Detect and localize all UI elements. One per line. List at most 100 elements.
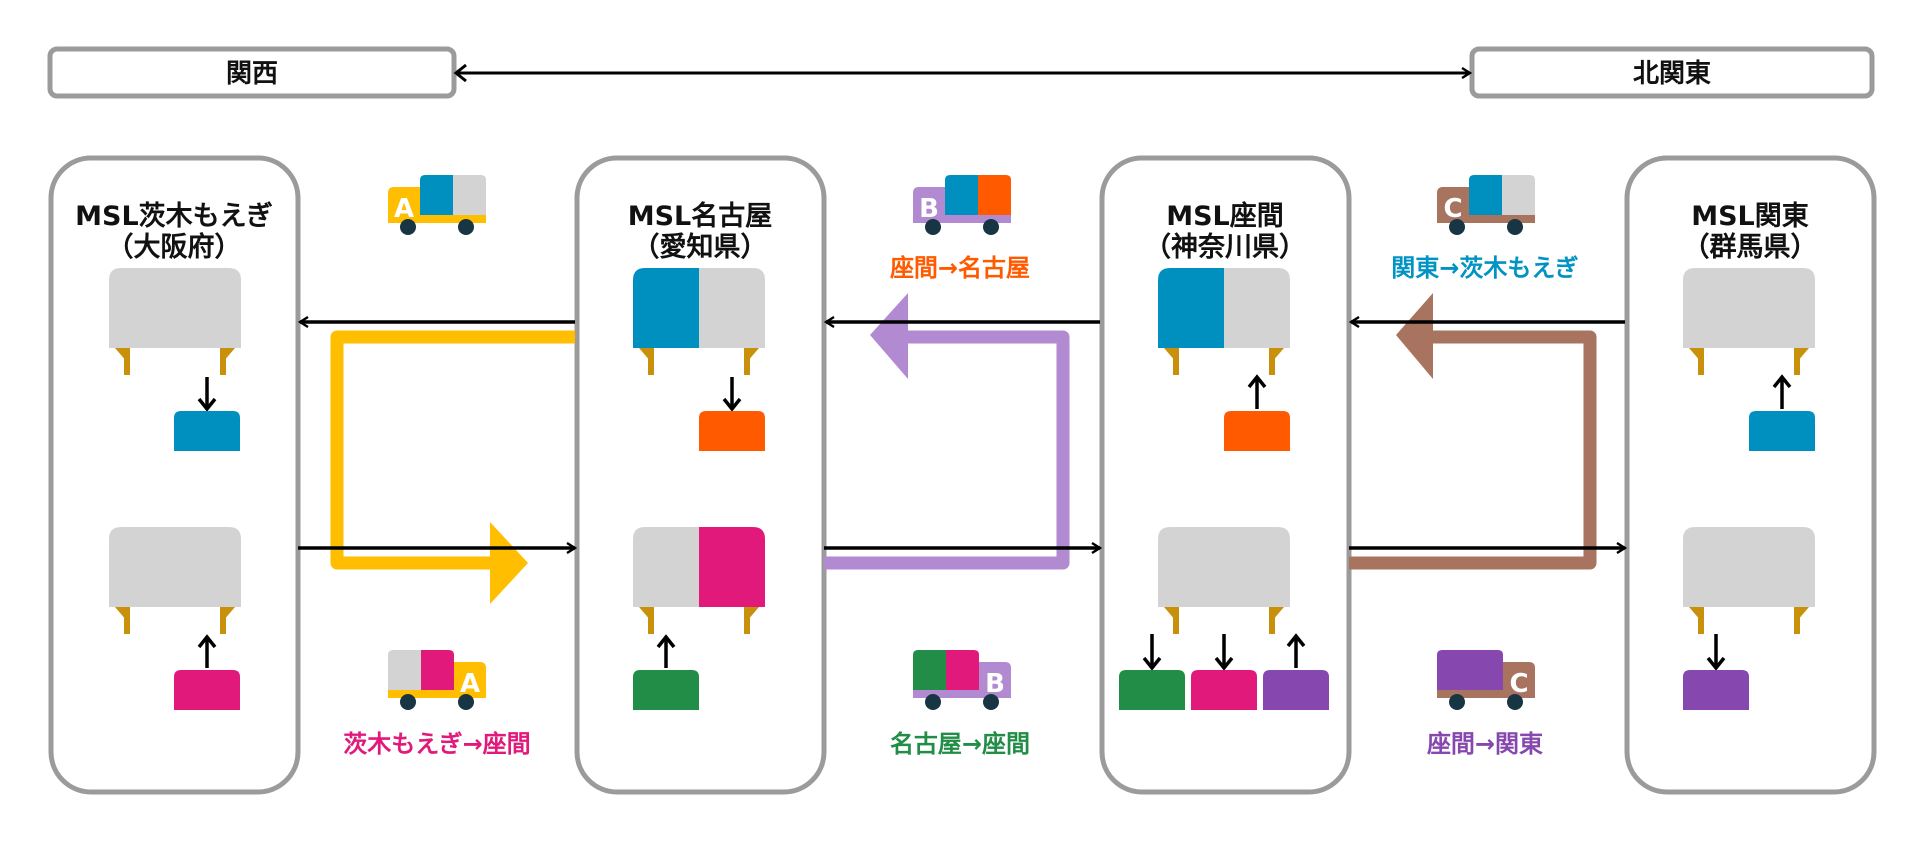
truck-chassis	[388, 690, 486, 698]
region-kitakanto-label: 北関東	[1633, 59, 1711, 89]
down-arrow	[1142, 634, 1162, 671]
cargo-box	[1683, 670, 1749, 710]
truck-cargo-right	[1470, 650, 1503, 690]
truck-cargo-left	[945, 175, 978, 215]
region-kitakanto: 北関東	[1469, 46, 1875, 99]
trailer	[109, 268, 241, 375]
truck-cargo-right	[946, 650, 979, 690]
trailer-brace	[1164, 607, 1179, 621]
trailer-brace	[744, 607, 759, 621]
trailer	[1158, 268, 1290, 375]
trailer-right-half	[699, 268, 765, 348]
truck-wheel	[458, 694, 474, 710]
trailer-left-half	[1683, 268, 1749, 348]
truck-chassis	[1437, 215, 1535, 223]
truck-wheel	[1449, 219, 1465, 235]
cargo-box	[174, 670, 240, 710]
trailer-right-half	[699, 527, 765, 607]
truck-cargo-left	[388, 650, 421, 690]
trailer-brace	[1164, 348, 1179, 362]
truck-wheel	[1507, 219, 1523, 235]
truck-cargo-right	[421, 650, 454, 690]
location-name: MSL関東	[1691, 201, 1809, 232]
truck-cargo-left	[420, 175, 453, 215]
trailer-right-half	[1749, 527, 1815, 607]
trailer-right-half	[1224, 268, 1290, 348]
location-pref: （愛知県）	[633, 232, 768, 263]
cargo-box	[699, 411, 765, 451]
up-arrow	[1286, 633, 1306, 668]
trailer	[1683, 527, 1815, 634]
truck-cargo-right	[1502, 175, 1535, 215]
trailer-left-half	[633, 268, 699, 348]
truck-chassis	[913, 215, 1011, 223]
trailer-left-half	[109, 268, 175, 348]
route-label-a-bottom: 茨木もえぎ→座間	[343, 730, 530, 758]
truck-a-bottom: A	[388, 650, 486, 710]
truck-cab	[913, 187, 945, 223]
cargo-box	[1119, 670, 1185, 710]
flow-arrows	[298, 322, 1625, 548]
up-arrow	[1247, 374, 1267, 409]
trailer-right-half	[175, 268, 241, 348]
trailer-brace	[639, 607, 654, 621]
truck-chassis	[388, 215, 486, 223]
location-pref: （大阪府）	[107, 231, 242, 263]
truck-cargo-right	[453, 175, 486, 215]
trailer-brace	[1269, 348, 1284, 362]
truck-wheel	[400, 219, 416, 235]
trailer-left-half	[1158, 527, 1224, 607]
truck-letter: B	[919, 194, 939, 224]
trailer-right-half	[175, 527, 241, 607]
arrowhead-left	[453, 63, 467, 83]
cargo-box	[1749, 411, 1815, 451]
cargo-box	[1224, 411, 1290, 451]
up-arrow	[656, 634, 676, 668]
route-label-b-bottom: 名古屋→座間	[890, 730, 1030, 758]
trailer	[633, 527, 765, 634]
truck-c-bottom: C	[1437, 650, 1535, 710]
down-arrow	[197, 377, 217, 412]
truck-chassis	[913, 690, 1011, 698]
truck-cab	[388, 187, 420, 223]
trailer	[633, 268, 765, 375]
truck-letter: A	[460, 669, 480, 699]
truck-c-top: C	[1437, 175, 1535, 235]
trailer-brace	[1689, 607, 1704, 621]
truck-letter: B	[985, 669, 1005, 699]
region-kansai-label: 関西	[226, 59, 278, 89]
trailer-right-half	[1224, 527, 1290, 607]
trailer	[109, 527, 241, 634]
truck-cab	[1437, 187, 1469, 223]
trailer-brace	[1794, 348, 1809, 362]
trailer-brace	[1794, 607, 1809, 621]
trailer	[1158, 527, 1290, 634]
trailer-brace	[220, 607, 235, 621]
cargo-box	[633, 670, 699, 710]
down-arrow	[1706, 634, 1726, 671]
down-arrow	[722, 377, 742, 412]
location-pref: （群馬県）	[1683, 232, 1818, 263]
truck-wheel	[458, 219, 474, 235]
trailer-left-half	[109, 527, 175, 607]
down-arrow	[1214, 634, 1234, 671]
cargo-box	[174, 411, 240, 451]
route-arrow-b	[824, 293, 1070, 570]
route-arrow-c	[1349, 293, 1597, 570]
truck-a-top: A	[388, 175, 486, 235]
truck-cargo-right	[978, 175, 1011, 215]
truck-cab	[1503, 662, 1535, 698]
trailer-right-half	[1749, 268, 1815, 348]
trailer-brace	[639, 348, 654, 362]
location-name: MSL茨木もえぎ	[75, 201, 273, 232]
trailer-brace	[115, 348, 130, 362]
region-kansai: 関西	[47, 46, 457, 99]
trailer	[1683, 268, 1815, 375]
truck-letter: C	[1509, 669, 1528, 699]
truck-wheel	[925, 219, 941, 235]
truck-cargo-left	[1437, 650, 1470, 690]
truck-wheel	[925, 694, 941, 710]
route-label-c-top: 関東→茨木もえぎ	[1391, 254, 1578, 282]
route-arrow-a	[330, 330, 575, 604]
